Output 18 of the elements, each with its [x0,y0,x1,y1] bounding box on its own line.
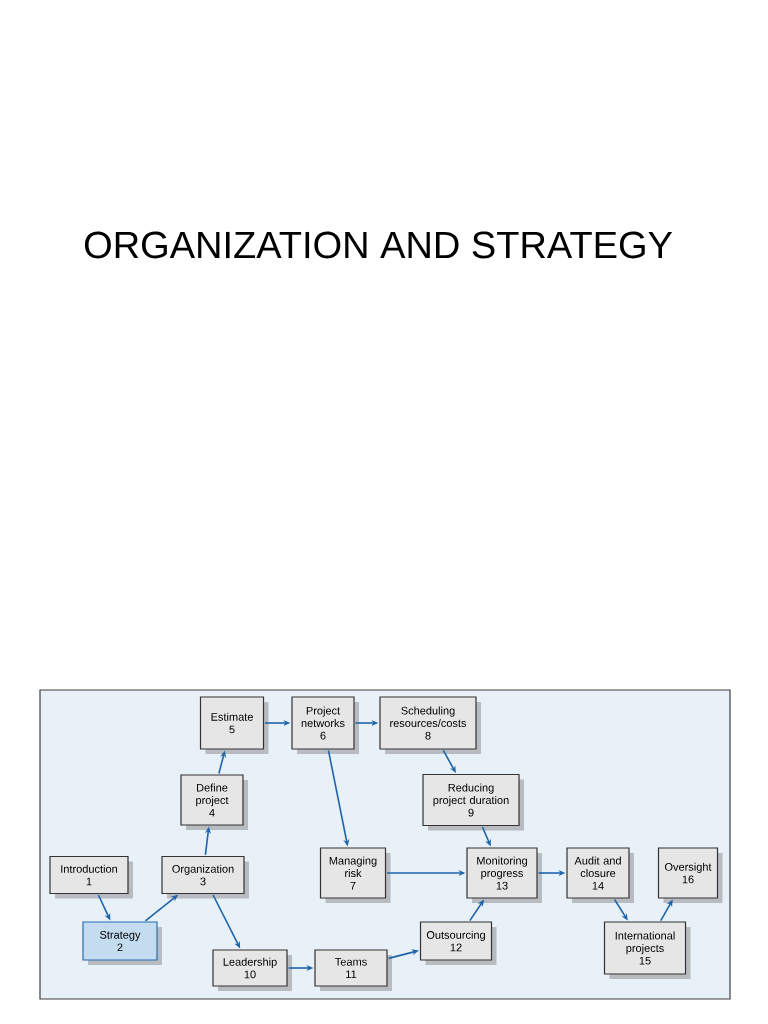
process-box: Scheduling resources/costs 8 [379,696,481,754]
process-box: Oversight 16 [657,847,723,903]
process-box: Teams 11 [314,949,392,991]
process-box: Project networks 6 [291,696,359,754]
arrow [387,949,419,960]
process-box: Estimate 5 [199,696,269,754]
process-box: Leadership 10 [212,949,292,991]
process-box: Managing risk 7 [319,847,391,903]
process-box: Strategy 2 [82,921,162,965]
process-box: Organization 3 [161,855,249,899]
process-box: Introduction 1 [49,855,133,899]
process-box: International projects 15 [603,921,691,979]
process-box: Outsourcing 12 [419,921,497,965]
process-box: Define project 4 [180,774,248,830]
process-box: Reducing project duration 9 [422,773,524,831]
process-box: Audit and closure 14 [566,847,634,903]
title: ORGANIZATION AND STRATEGY [84,231,673,259]
process-box: Monitoring progress 13 [466,847,542,903]
